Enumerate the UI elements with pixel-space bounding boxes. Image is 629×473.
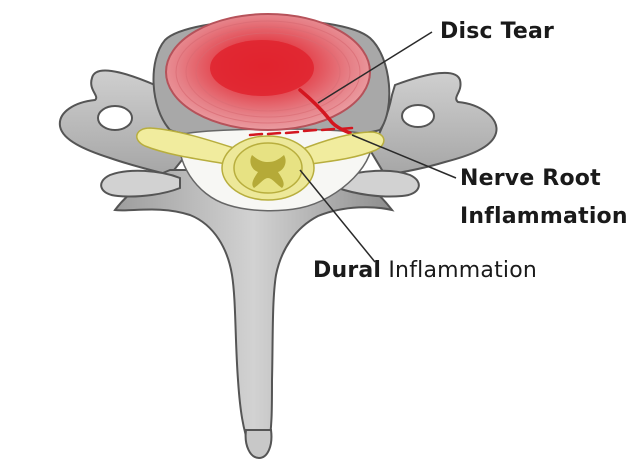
label-disc-tear: Disc Tear [440,19,554,45]
disc-tear-text: Disc Tear [440,19,554,44]
dural-text: Dural [313,258,381,283]
label-nerve-root-line2: Inflammation [460,204,628,230]
vertebral-arch [115,170,392,448]
spinous-process-tip [246,430,272,458]
right-transverse-foramen [402,105,434,127]
inflammation-text: Inflammation [460,204,628,229]
nucleus-pulposus [210,40,314,96]
left-transverse-foramen [98,106,132,130]
nerve-root-text: Nerve Root [460,166,601,191]
left-articular-facet [101,171,180,197]
label-nerve-root-line1: Nerve Root [460,166,601,192]
dural-inflammation-text: Inflammation [381,258,537,283]
label-dural-inflammation: Dural Inflammation [313,258,537,284]
